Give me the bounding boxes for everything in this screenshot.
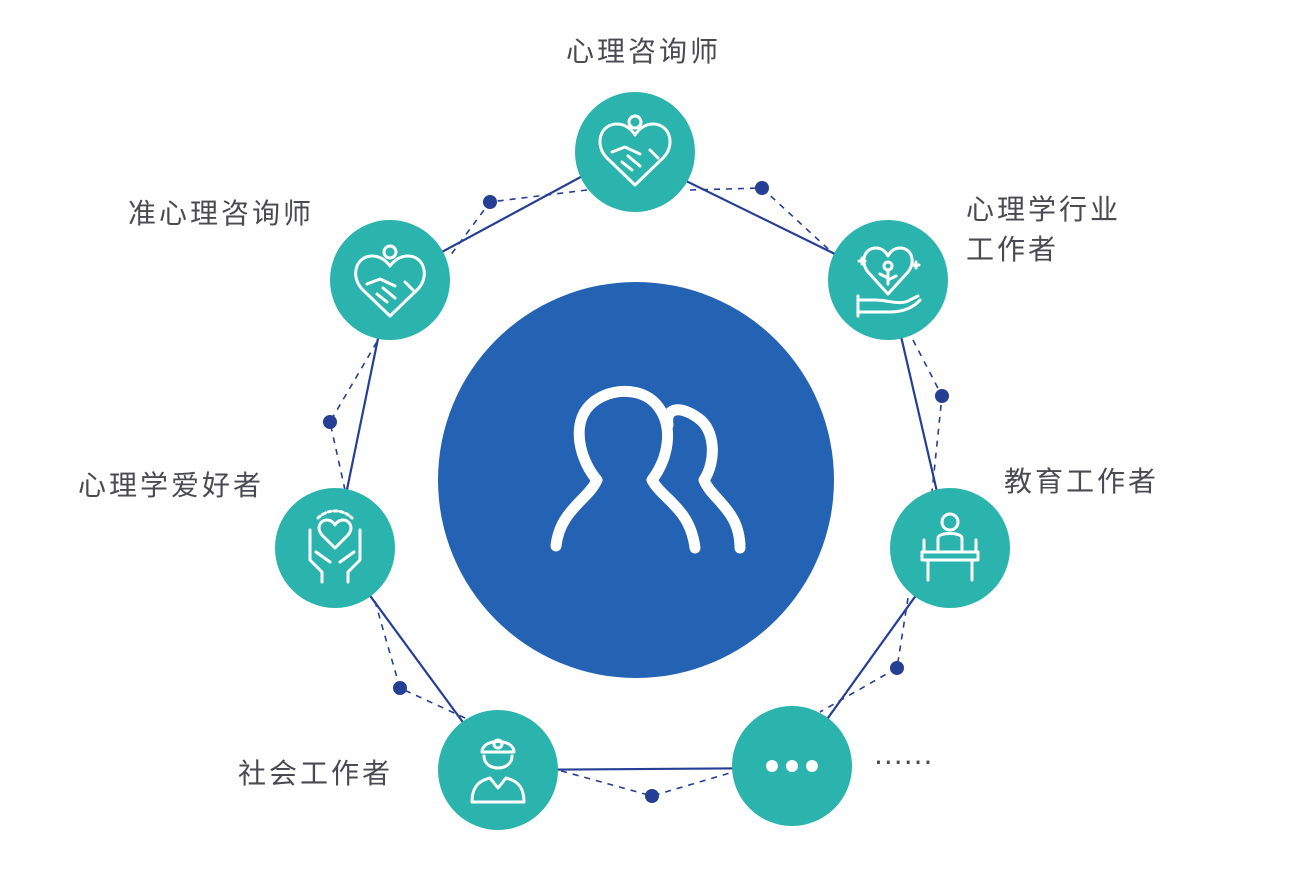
- connector-dots: [323, 181, 949, 803]
- dot: [755, 181, 769, 195]
- node-counselor: [575, 92, 695, 212]
- label-quasi-counselor: 准心理咨询师: [128, 197, 315, 230]
- label-line: 心理学行业: [966, 193, 1122, 226]
- dot: [935, 389, 949, 403]
- node-quasi-counselor: [330, 220, 450, 340]
- node-circle: [438, 710, 558, 830]
- node-psych-industry: [828, 220, 948, 340]
- hands-heart-icon: [308, 509, 362, 584]
- dot: [323, 415, 337, 429]
- dot: [890, 661, 904, 675]
- node-social-worker: [438, 710, 558, 830]
- label-social-worker: 社会工作者: [238, 757, 394, 790]
- worker-helmet-icon: [470, 738, 526, 804]
- label-line: 工作者: [966, 233, 1060, 266]
- node-education: [890, 488, 1010, 608]
- node-circle: [890, 488, 1010, 608]
- node-more: [732, 706, 852, 826]
- node-psych-enthusiast: [275, 488, 395, 608]
- center-circle: [438, 282, 834, 678]
- hand-plant-heart-icon: [856, 246, 922, 318]
- heart-handshake-icon: [598, 114, 672, 187]
- people-group-icon: [550, 385, 746, 554]
- node-circle: [330, 220, 450, 340]
- label-counselor: 心理咨询师: [566, 35, 722, 68]
- ellipsis-icon: [766, 760, 818, 772]
- heart-handshake-icon: [354, 244, 426, 318]
- dot: [393, 681, 407, 695]
- label-psych-enthusiast: 心理学爱好者: [78, 469, 265, 502]
- teacher-podium-icon: [920, 512, 980, 582]
- dot: [483, 195, 497, 209]
- label-education: 教育工作者: [1004, 465, 1160, 498]
- dot: [645, 789, 659, 803]
- label-psych-industry: 心理学行业 工作者: [966, 190, 1121, 270]
- label-more: ......: [874, 738, 934, 771]
